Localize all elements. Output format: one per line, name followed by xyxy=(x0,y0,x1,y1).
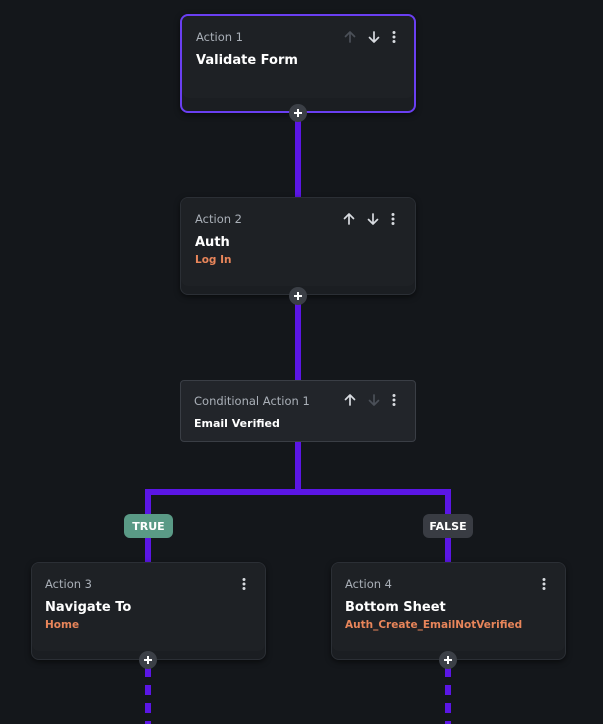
plus-icon xyxy=(444,656,452,664)
arrow-down-icon[interactable] xyxy=(365,28,383,46)
action-subtitle: Home xyxy=(45,619,80,631)
action-title: Auth xyxy=(195,235,230,250)
plus-icon xyxy=(144,656,152,664)
arrow-up-icon[interactable] xyxy=(341,391,359,409)
more-vertical-icon[interactable] xyxy=(384,210,402,228)
more-vertical-icon[interactable] xyxy=(385,391,403,409)
action-label: Action 4 xyxy=(345,577,392,591)
add-action-button[interactable] xyxy=(289,104,307,122)
action-label: Action 3 xyxy=(45,577,92,591)
add-action-button[interactable] xyxy=(289,287,307,305)
action-label: Action 2 xyxy=(195,212,242,226)
conditional-label: Conditional Action 1 xyxy=(194,394,310,408)
false-branch-badge: FALSE xyxy=(423,514,473,538)
arrow-down-icon[interactable] xyxy=(365,391,383,409)
action-title: Bottom Sheet xyxy=(345,600,446,615)
more-vertical-icon[interactable] xyxy=(385,28,403,46)
action-card-bottom-sheet[interactable]: Action 4 Bottom Sheet Auth_Create_EmailN… xyxy=(331,562,566,660)
conditional-action-card[interactable]: Conditional Action 1 Email Verified xyxy=(180,380,416,442)
more-vertical-icon[interactable] xyxy=(235,575,253,593)
arrow-up-icon[interactable] xyxy=(340,210,358,228)
more-vertical-icon[interactable] xyxy=(535,575,553,593)
conditional-title: Email Verified xyxy=(194,417,280,430)
add-action-button[interactable] xyxy=(439,651,457,669)
action-card-validate-form[interactable]: Action 1 Validate Form xyxy=(180,14,416,113)
true-branch-badge: TRUE xyxy=(124,514,173,538)
action-card-auth[interactable]: Action 2 Auth Log In xyxy=(180,197,416,295)
arrow-up-icon[interactable] xyxy=(341,28,359,46)
arrow-down-icon[interactable] xyxy=(364,210,382,228)
add-action-button[interactable] xyxy=(139,651,157,669)
action-subtitle: Log In xyxy=(195,254,232,266)
action-label: Action 1 xyxy=(196,30,243,44)
action-subtitle: Auth_Create_EmailNotVerified xyxy=(345,619,523,631)
action-card-navigate-to[interactable]: Action 3 Navigate To Home xyxy=(31,562,266,660)
plus-icon xyxy=(294,109,302,117)
action-title: Navigate To xyxy=(45,600,132,615)
plus-icon xyxy=(294,292,302,300)
action-title: Validate Form xyxy=(196,53,298,68)
